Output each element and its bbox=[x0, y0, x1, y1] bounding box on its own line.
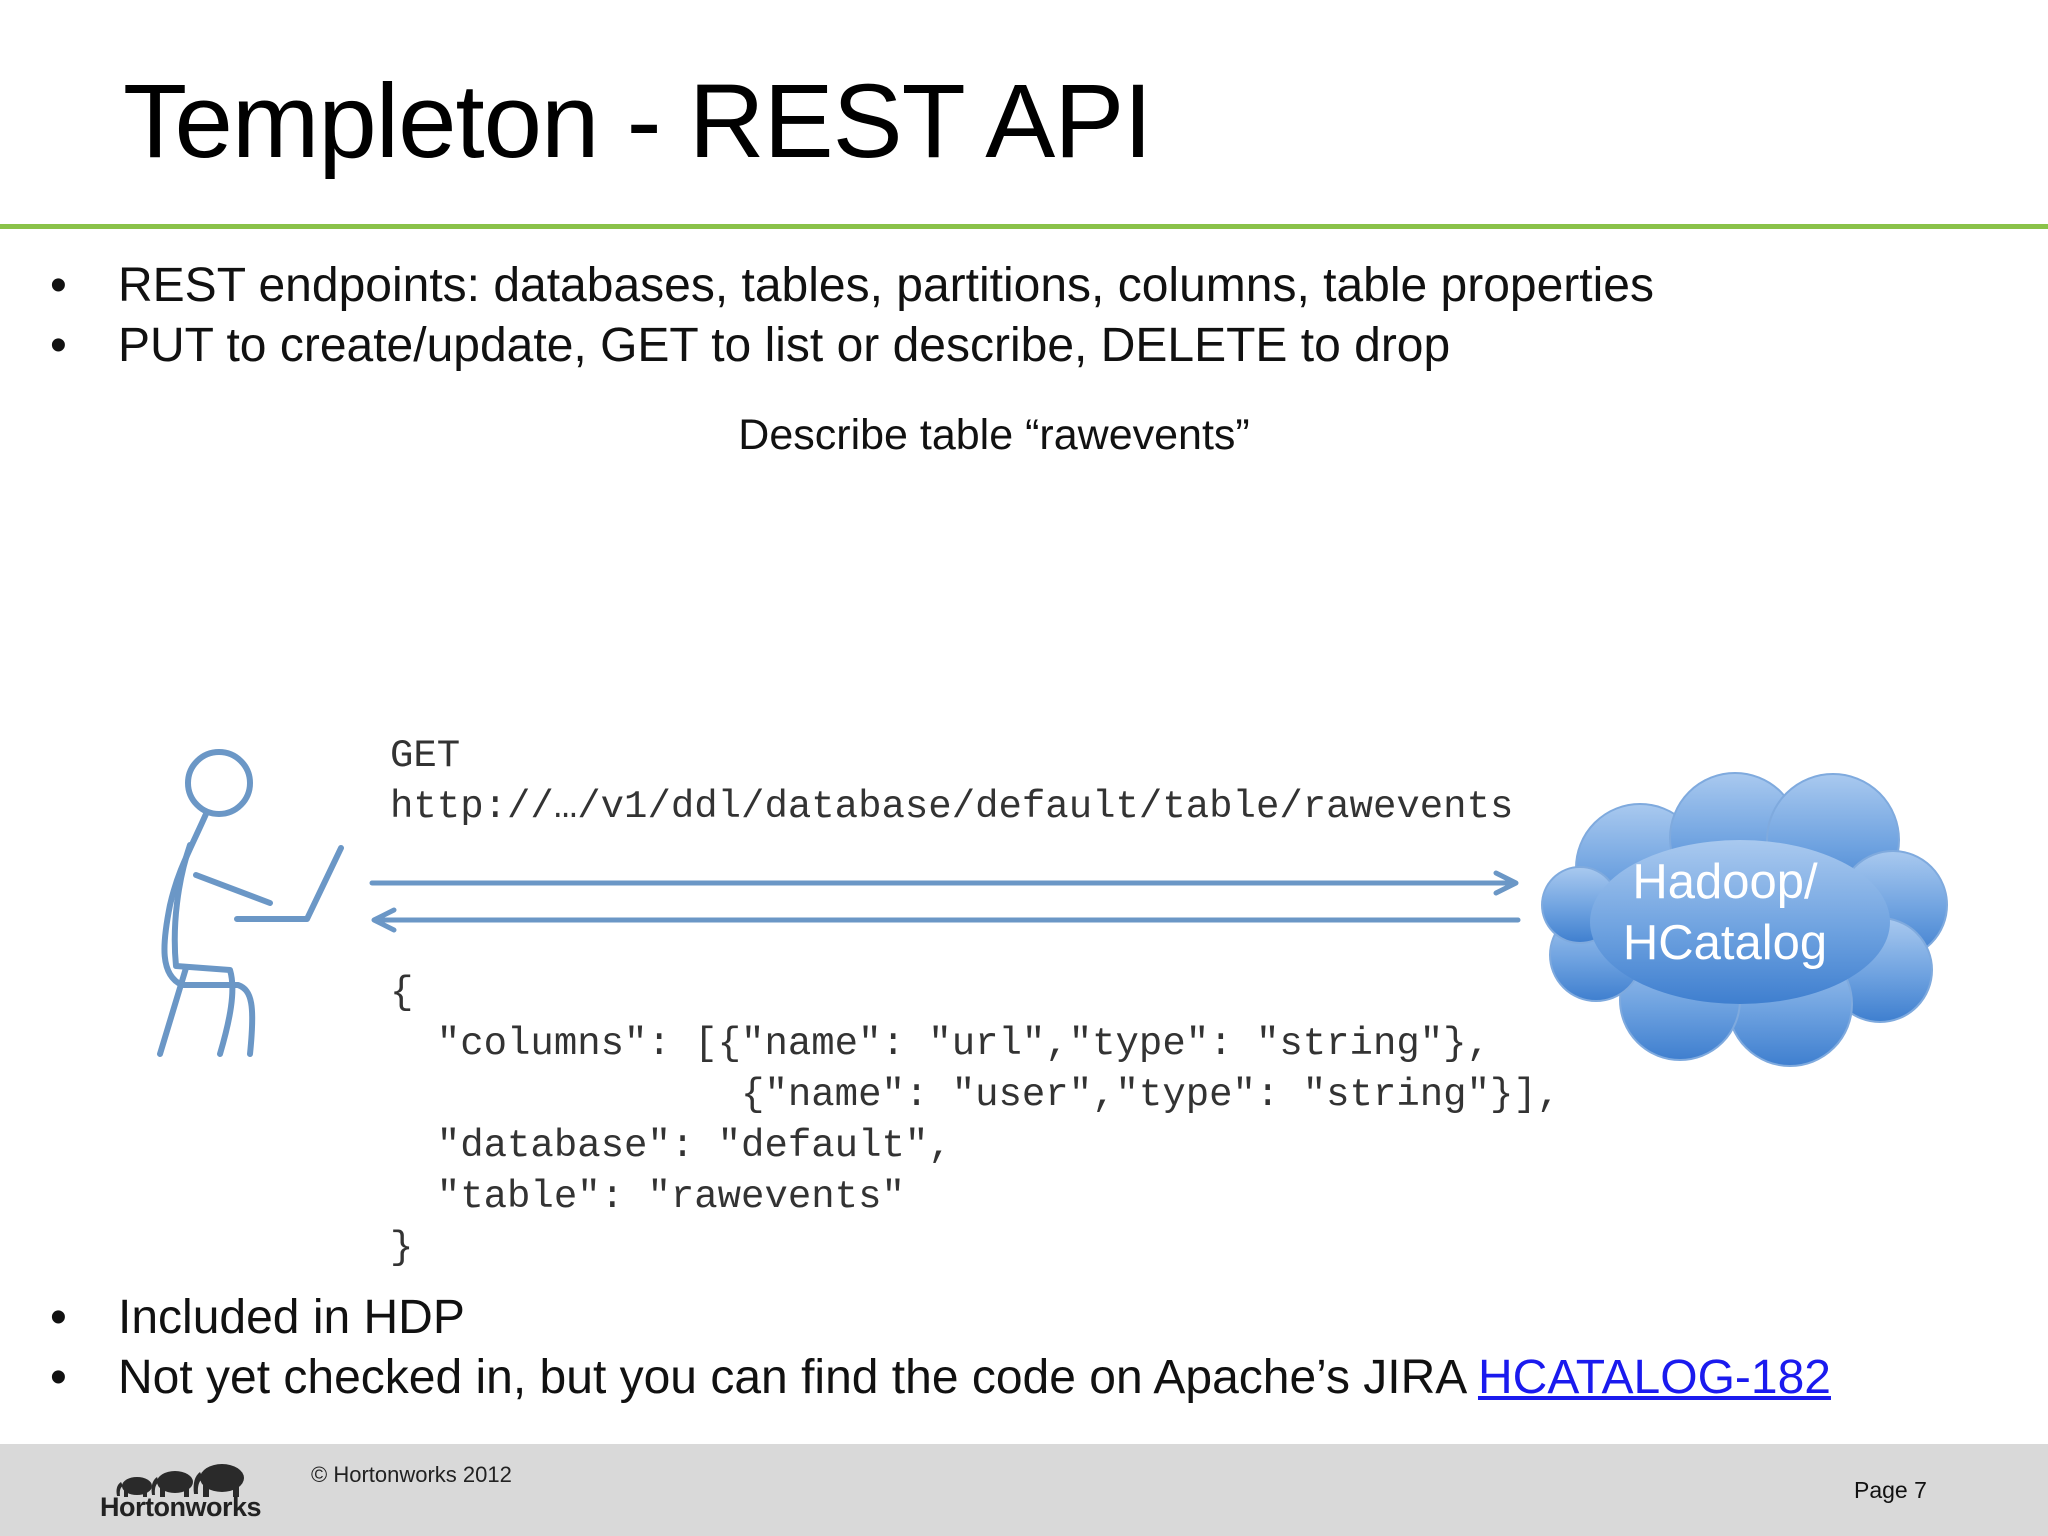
bullet-marker: • bbox=[50, 1291, 67, 1344]
diagram-caption: Describe table “rawevents” bbox=[738, 411, 1250, 459]
response-line: {"name": "user","type": "string"}], bbox=[390, 1073, 1561, 1117]
logo-wordmark: Hortonworks bbox=[100, 1492, 262, 1522]
bullet-text: REST endpoints: databases, tables, parti… bbox=[118, 259, 1654, 312]
bullet-item-verbs: • PUT to create/update, GET to list or d… bbox=[0, 316, 1654, 376]
copyright-text: © Hortonworks 2012 bbox=[311, 1462, 512, 1487]
bullet-text: PUT to create/update, GET to list or des… bbox=[118, 319, 1451, 372]
request-block: GET http://…/v1/ddl/database/default/tabl… bbox=[390, 731, 1513, 833]
jira-link[interactable]: HCATALOG-182 bbox=[1477, 1351, 1831, 1404]
slide-title: Templeton - REST API bbox=[123, 63, 1153, 180]
cloud-label-line2: HCatalog bbox=[1622, 916, 1828, 970]
bullet-marker: • bbox=[50, 1351, 67, 1404]
bottom-bullet-list: • Included in HDP • Not yet checked in, … bbox=[0, 1288, 1831, 1408]
top-bullet-list: • REST endpoints: databases, tables, par… bbox=[0, 256, 1654, 376]
request-method: GET bbox=[390, 734, 461, 778]
response-line: "database": "default", bbox=[390, 1124, 952, 1168]
bullet-text: Included in HDP bbox=[118, 1291, 465, 1344]
title-divider bbox=[0, 224, 2048, 229]
bullet-marker: • bbox=[50, 259, 67, 312]
bullet-item-endpoints: • REST endpoints: databases, tables, par… bbox=[0, 256, 1654, 316]
bullet-item-jira: • Not yet checked in, but you can find t… bbox=[0, 1348, 1831, 1408]
response-line: } bbox=[390, 1226, 414, 1270]
response-json: { "columns": [{"name": "url","type": "st… bbox=[390, 968, 1560, 1274]
response-line: { bbox=[390, 971, 414, 1015]
cloud-label: Hadoop/ HCatalog bbox=[1540, 852, 1910, 974]
footer-bar bbox=[0, 1444, 2048, 1536]
bullet-text: Not yet checked in, but you can find the… bbox=[118, 1351, 1478, 1404]
response-line: "table": "rawevents" bbox=[390, 1175, 905, 1219]
request-url: http://…/v1/ddl/database/default/table/r… bbox=[390, 785, 1514, 829]
bullet-marker: • bbox=[50, 319, 67, 372]
bullet-item-hdp: • Included in HDP bbox=[0, 1288, 1831, 1348]
page-number: Page 7 bbox=[1854, 1477, 1927, 1503]
cloud-label-line1: Hadoop/ bbox=[1632, 855, 1818, 909]
response-line: "columns": [{"name": "url","type": "stri… bbox=[390, 1022, 1490, 1066]
